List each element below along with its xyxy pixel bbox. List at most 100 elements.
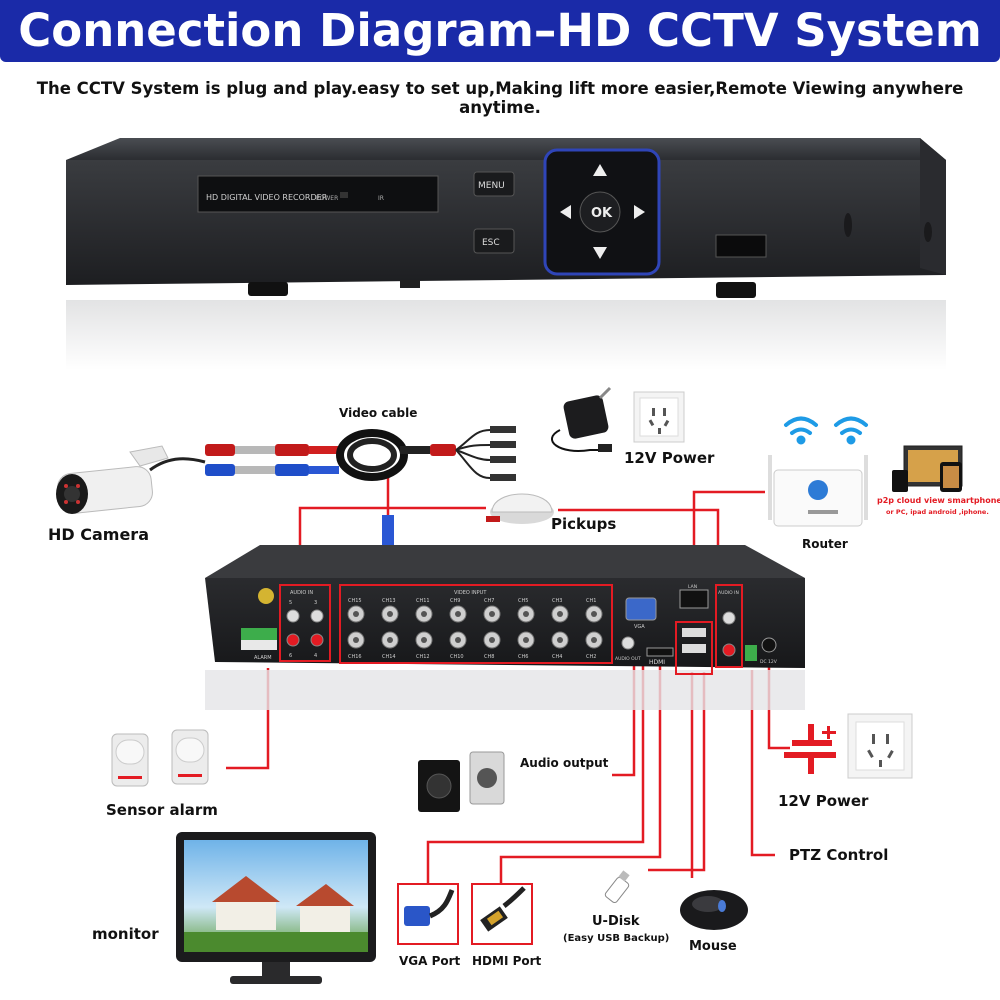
front-usb-slot [715, 234, 767, 258]
bnc-port-center [455, 637, 461, 643]
up-arrow-icon[interactable] [593, 164, 607, 176]
lan-port-label: LAN [688, 584, 697, 590]
menu-button[interactable] [473, 171, 515, 197]
audio-num-6: 6 [289, 653, 292, 659]
audio-in-label: AUDIO IN [290, 590, 313, 596]
bnc-port-center [591, 611, 597, 617]
monitor [176, 832, 376, 984]
p2p-line1: p2p cloud view smartphone [877, 496, 1000, 505]
channel-label: CH6 [518, 654, 528, 660]
header-banner: Connection Diagram–HD CCTV System [0, 0, 1000, 62]
channel-label: CH3 [552, 598, 562, 604]
channel-label: CH12 [416, 654, 430, 660]
bnc-port-center [387, 611, 393, 617]
pickup-microphone [486, 493, 554, 524]
udisk-label: U-Disk [592, 914, 640, 929]
bnc-port-center [591, 637, 597, 643]
audio-num-3: 3 [314, 600, 317, 606]
pickups-label: Pickups [551, 515, 616, 533]
audio-out-label: AUDIO OUT [615, 656, 641, 662]
bnc-port-center [387, 637, 393, 643]
bnc-port-center [421, 611, 427, 617]
hdmi-port-caption: HDMI Port [472, 954, 542, 968]
p2p-line2: or PC, ipad android ,iphone. [886, 508, 989, 516]
channel-label: CH9 [450, 598, 460, 604]
dc-port-label: DC 12V [760, 659, 778, 665]
usb-disk-icon [604, 870, 630, 904]
hd-camera [56, 445, 169, 514]
hdmi-cable [471, 883, 533, 945]
ptz-control-label: PTZ Control [789, 846, 888, 864]
sensor-alarm-devices [111, 729, 209, 787]
channel-label: CH11 [416, 598, 430, 604]
audio-in-right-label: AUDIO IN [718, 590, 739, 596]
header-bar [0, 0, 1000, 62]
dvr-ir-label: IR [378, 195, 384, 202]
vga-port-label: VGA [634, 624, 645, 630]
channel-label: CH8 [484, 654, 494, 660]
video-cable-assembly [149, 426, 516, 559]
dvr-front-unit: HD DIGITAL VIDEO RECORDER POWER IR MENU … [66, 138, 946, 370]
channel-label: CH16 [348, 654, 362, 660]
power-top-label: 12V Power [624, 449, 715, 467]
channel-label: CH13 [382, 598, 396, 604]
bnc-port-center [489, 637, 495, 643]
monitor-label: monitor [92, 925, 159, 943]
channel-label: CH2 [586, 654, 596, 660]
channel-label: CH5 [518, 598, 528, 604]
udisk-sub-label: (Easy USB Backup) [563, 933, 669, 944]
router [768, 455, 868, 527]
esc-button[interactable] [473, 228, 515, 254]
channel-label: CH7 [484, 598, 494, 604]
ok-button[interactable] [579, 191, 621, 233]
router-label: Router [802, 537, 848, 551]
mouse-icon [680, 890, 748, 930]
hd-camera-label: HD Camera [48, 525, 149, 544]
bnc-port-center [489, 611, 495, 617]
bnc-port-center [421, 637, 427, 643]
video-input-label: VIDEO INPUT [454, 590, 487, 596]
video-cable-label: Video cable [339, 406, 417, 420]
mouse-label: Mouse [689, 939, 737, 954]
left-arrow-icon[interactable] [560, 205, 571, 219]
vga-port-caption: VGA Port [399, 954, 461, 968]
bnc-port-center [523, 611, 529, 617]
vga-cable [397, 883, 459, 945]
right-arrow-icon[interactable] [634, 205, 645, 219]
bnc-port-center [353, 611, 359, 617]
down-arrow-icon[interactable] [593, 247, 607, 259]
bnc-port-center [557, 611, 563, 617]
wifi-icon [784, 416, 868, 445]
page-subtitle: The CCTV System is plug and play.easy to… [36, 79, 964, 117]
speakers [418, 751, 505, 812]
dvr-model-label: HD DIGITAL VIDEO RECORDER [206, 193, 328, 202]
dvr-power-label: POWER [316, 195, 338, 202]
wall-socket-right [847, 713, 913, 779]
power-adapter [551, 386, 612, 452]
channel-label: CH14 [382, 654, 396, 660]
alarm-port-label: ALARM [254, 655, 272, 661]
bnc-port-center [353, 637, 359, 643]
esc-button-label: ESC [482, 238, 500, 248]
channel-label: CH10 [450, 654, 464, 660]
sensor-alarm-label: Sensor alarm [106, 801, 218, 819]
page-title: Connection Diagram–HD CCTV System [18, 4, 982, 57]
channel-label: CH1 [586, 598, 596, 604]
ok-button-label: OK [591, 206, 613, 221]
bnc-port-center [557, 637, 563, 643]
wall-socket-top [633, 391, 685, 443]
audio-num-4: 4 [314, 653, 317, 659]
dc-power-symbol [784, 724, 836, 774]
audio-output-label: Audio output [520, 756, 609, 770]
menu-button-label: MENU [478, 181, 505, 191]
channel-label: CH15 [348, 598, 362, 604]
bnc-port-center [455, 611, 461, 617]
hdmi-port-label: HDMI [649, 659, 665, 666]
bnc-port-center [523, 637, 529, 643]
power-right-label: 12V Power [778, 792, 869, 810]
audio-num-5: 5 [289, 600, 292, 606]
p2p-devices [892, 445, 963, 492]
